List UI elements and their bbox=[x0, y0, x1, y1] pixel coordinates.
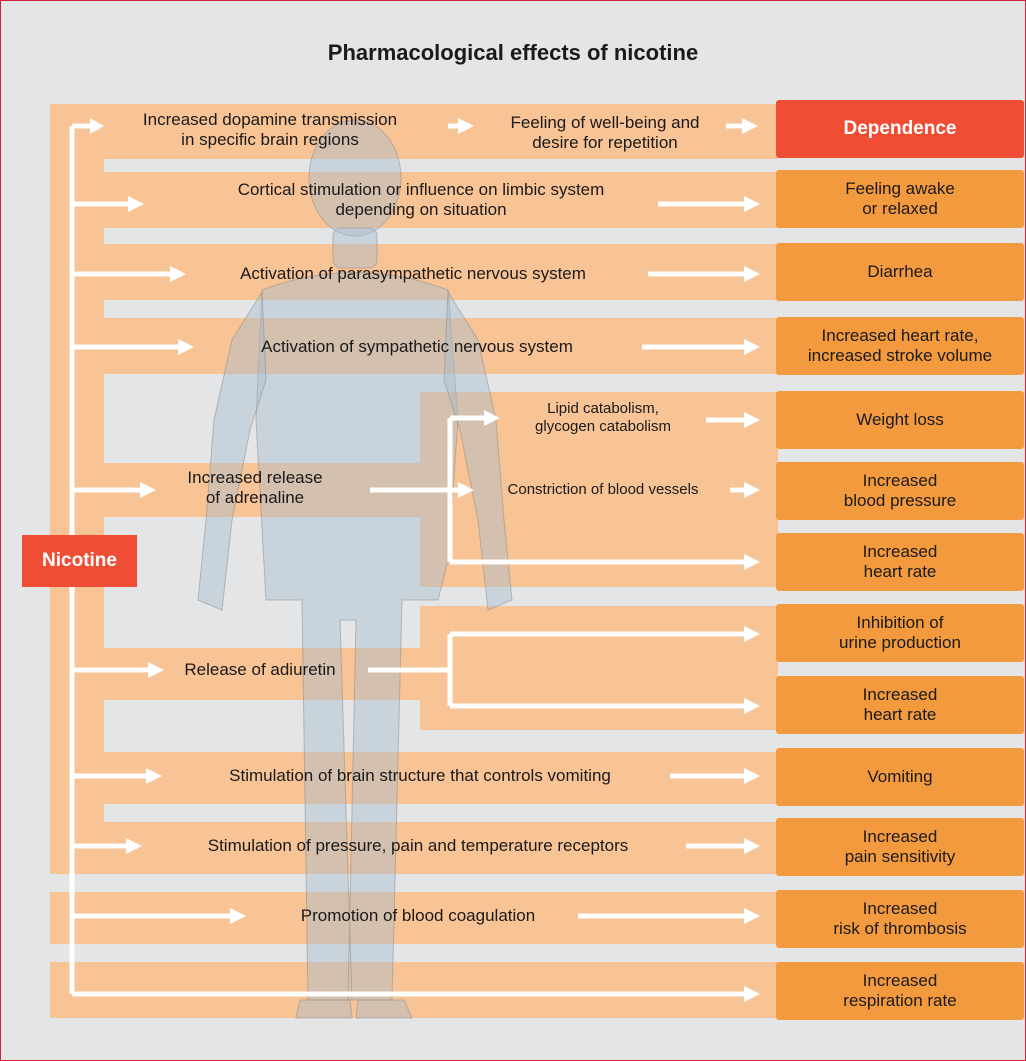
nicotine-source-box: Nicotine bbox=[22, 535, 137, 587]
label-lipid: Lipid catabolism, glycogen catabolism bbox=[535, 400, 671, 435]
label-constriction: Constriction of blood vessels bbox=[507, 481, 699, 498]
effect-box-heart-rate: Increased heart rate bbox=[776, 533, 1024, 591]
effect-box-diarrhea: Diarrhea bbox=[776, 243, 1024, 301]
label-sympathetic: Activation of sympathetic nervous system bbox=[261, 337, 573, 356]
effect-box-awake-relaxed: Feeling awake or relaxed bbox=[776, 170, 1024, 228]
effect-box-weight-loss: Weight loss bbox=[776, 391, 1024, 449]
effect-box-blood-pressure: Increased blood pressure bbox=[776, 462, 1024, 520]
human-silhouette-icon bbox=[197, 119, 513, 1019]
effect-box-respiration: Increased respiration rate bbox=[776, 962, 1024, 1020]
flow-arrows bbox=[69, 123, 748, 997]
label-wellbeing: Feeling of well-being and desire for rep… bbox=[510, 113, 700, 152]
effect-box-vomiting: Vomiting bbox=[776, 748, 1024, 806]
label-cortical: Cortical stimulation or influence on lim… bbox=[237, 180, 605, 219]
label-adrenaline: Increased release of adrenaline bbox=[187, 468, 323, 507]
effect-box-dependence: Dependence bbox=[776, 100, 1024, 158]
label-parasympathetic: Activation of parasympathetic nervous sy… bbox=[240, 264, 586, 283]
effect-box-thrombosis: Increased risk of thrombosis bbox=[776, 890, 1024, 948]
effect-box-urine-inhibition: Inhibition of urine production bbox=[776, 604, 1024, 662]
label-receptors: Stimulation of pressure, pain and temper… bbox=[207, 836, 629, 855]
label-dopamine: Increased dopamine transmission in speci… bbox=[142, 110, 398, 149]
label-vomiting-center: Stimulation of brain structure that cont… bbox=[229, 766, 611, 785]
label-coagulation: Promotion of blood coagulation bbox=[300, 906, 536, 925]
effect-box-heart-rate-stroke-volume: Increased heart rate, increased stroke v… bbox=[776, 317, 1024, 375]
arrow-heads bbox=[90, 118, 760, 1002]
effect-box-pain-sensitivity: Increased pain sensitivity bbox=[776, 818, 1024, 876]
diagram-title: Pharmacological effects of nicotine bbox=[327, 40, 699, 65]
effect-box-heart-rate-2: Increased heart rate bbox=[776, 676, 1024, 734]
label-adiuretin: Release of adiuretin bbox=[184, 660, 336, 679]
